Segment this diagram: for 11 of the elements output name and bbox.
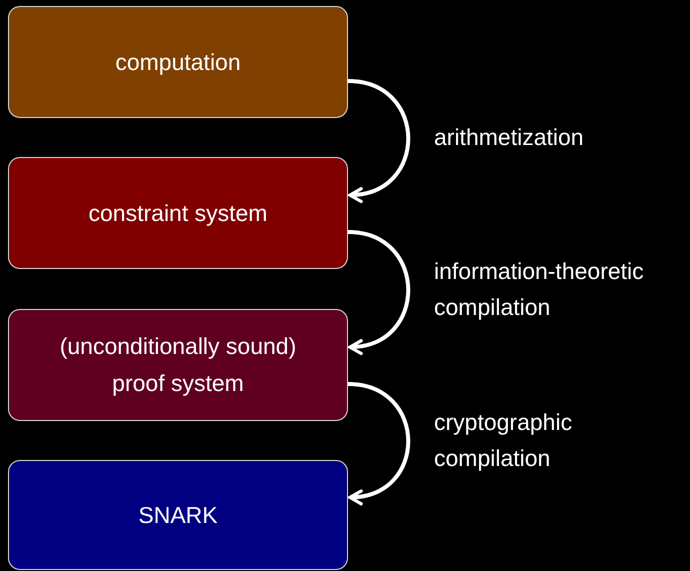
process-box <box>8 309 348 421</box>
process-box <box>8 157 348 269</box>
process-box <box>8 6 348 118</box>
curved-arrow <box>348 230 410 354</box>
box-label: computation <box>115 48 241 77</box>
box-label: (unconditionally sound) proof system <box>58 332 298 398</box>
curved-arrow <box>348 79 410 202</box>
process-box <box>8 460 348 570</box>
curved-arrow <box>348 382 410 504</box>
box-label: SNARK <box>138 500 218 530</box>
box-label: constraint system <box>88 198 268 228</box>
